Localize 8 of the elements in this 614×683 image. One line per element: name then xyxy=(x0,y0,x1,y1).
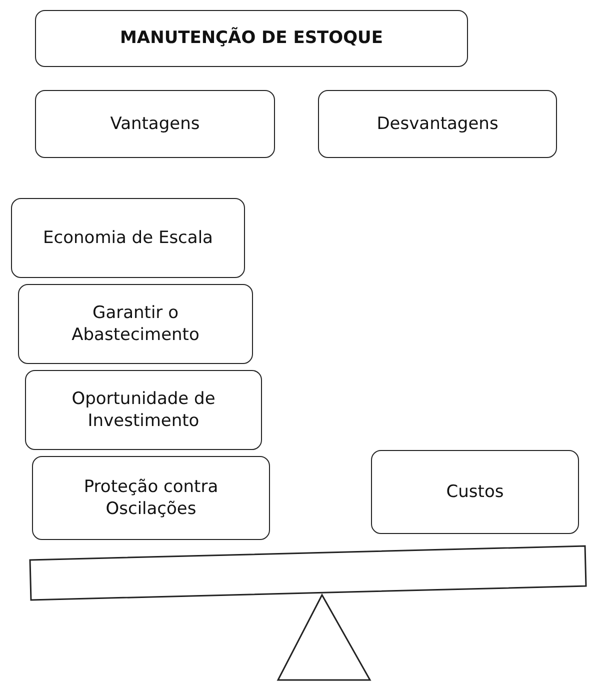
advantage-box: Proteção contra Oscilações xyxy=(32,456,270,540)
disadvantage-box: Custos xyxy=(371,450,579,534)
category-box: Vantagens xyxy=(35,90,275,158)
advantage-box: Economia de Escala xyxy=(11,198,245,278)
category-box: Desvantagens xyxy=(318,90,557,158)
advantage-box: Oportunidade de Investimento xyxy=(25,370,262,450)
title-box: MANUTENÇÃO DE ESTOQUE xyxy=(35,10,468,67)
advantage-box: Garantir o Abastecimento xyxy=(18,284,253,364)
